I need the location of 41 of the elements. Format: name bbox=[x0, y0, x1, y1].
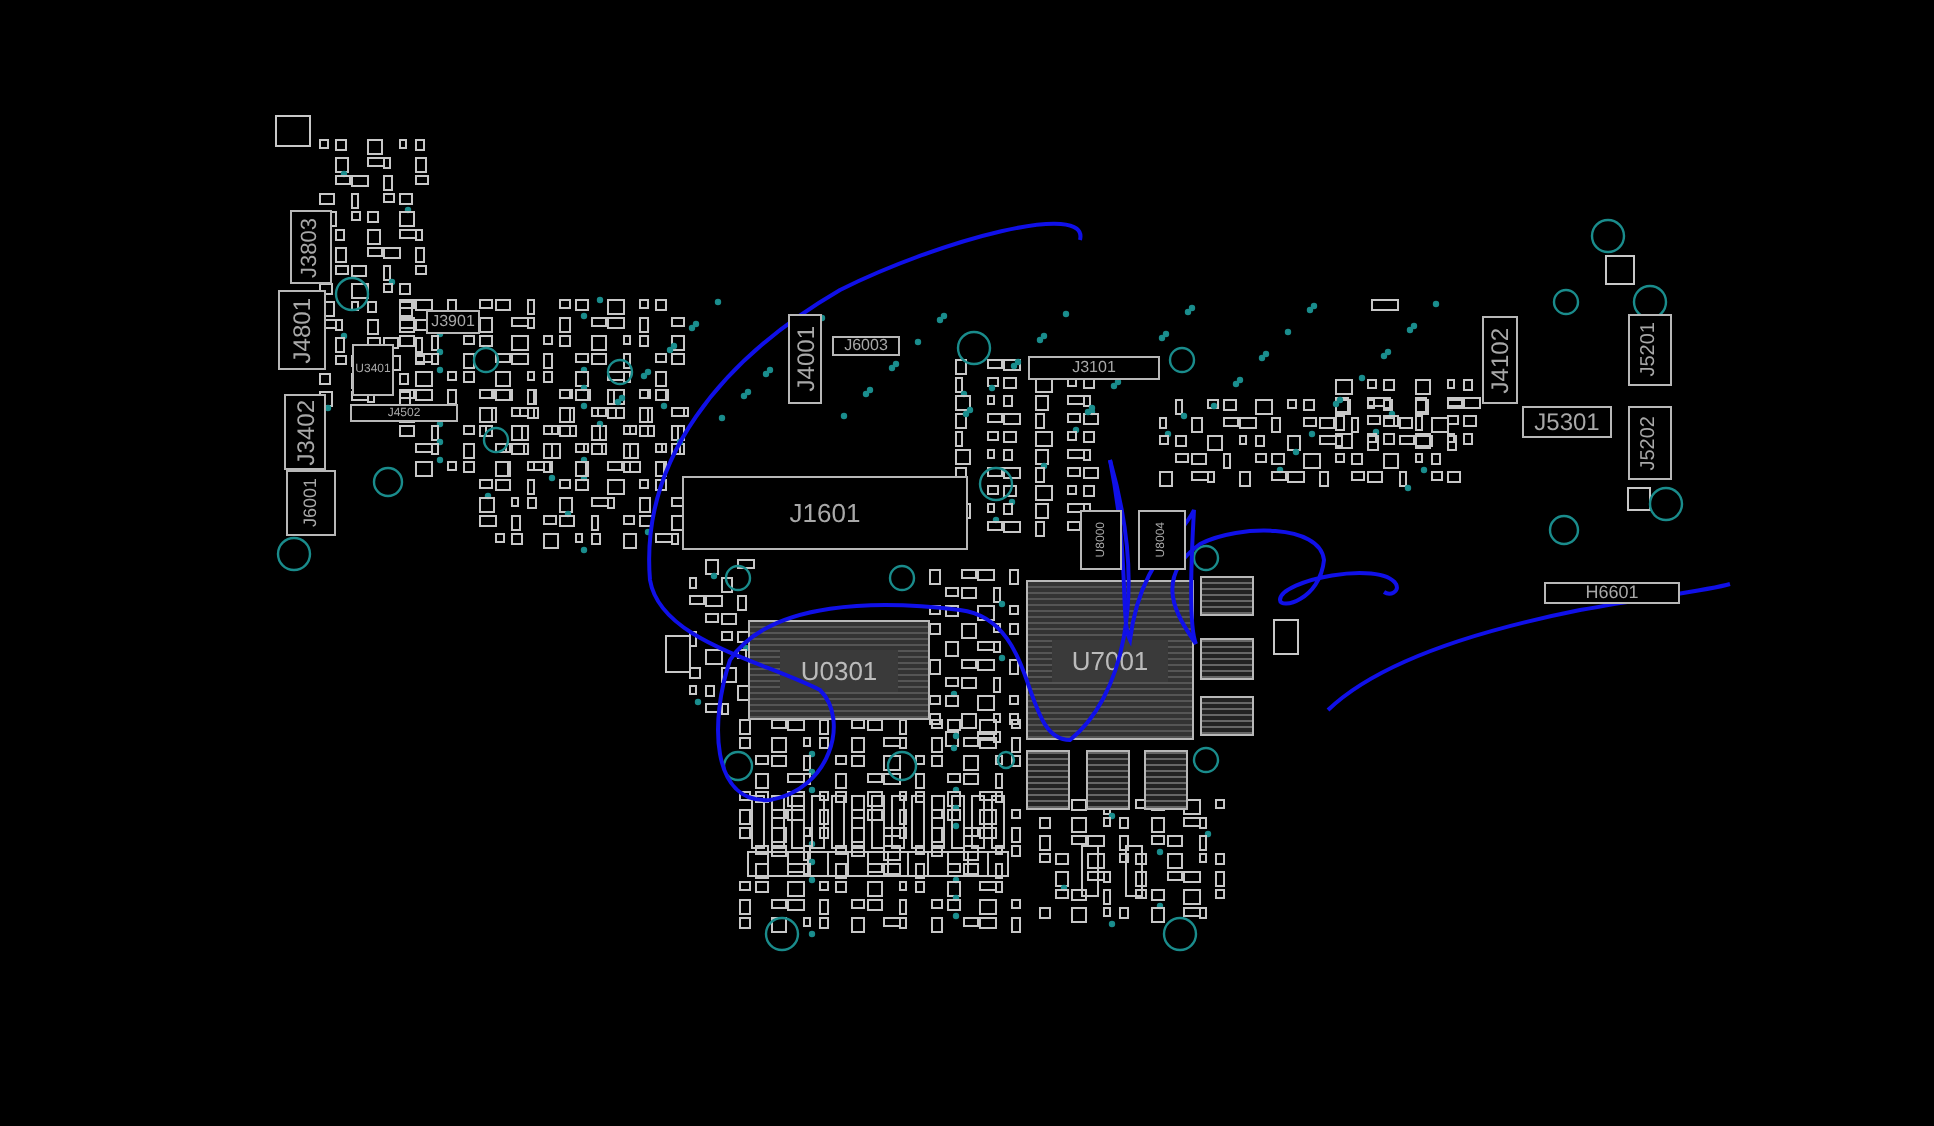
reference-designator: J3101 bbox=[1072, 360, 1116, 376]
component-outline bbox=[1080, 510, 1122, 570]
memory-chip bbox=[1200, 638, 1254, 680]
component-outline bbox=[1522, 406, 1612, 438]
component-outline bbox=[1544, 582, 1680, 604]
component-outline bbox=[1138, 510, 1186, 570]
reference-designator: U0301 bbox=[780, 649, 898, 691]
component-outline bbox=[832, 336, 900, 356]
component-outline bbox=[1028, 356, 1160, 380]
reference-designator: J4801 bbox=[290, 297, 314, 363]
component-outline bbox=[1628, 406, 1672, 480]
memory-chip bbox=[1026, 750, 1070, 810]
memory-chip bbox=[1144, 750, 1188, 810]
component-outline bbox=[426, 310, 480, 334]
component-outline bbox=[788, 314, 822, 404]
reference-designator: J1601 bbox=[789, 500, 861, 526]
reference-designator: J4102 bbox=[1488, 327, 1512, 393]
reference-designator: J6003 bbox=[844, 338, 888, 354]
memory-chip bbox=[1200, 576, 1254, 616]
component-outline bbox=[682, 476, 968, 550]
reference-designator: J3803 bbox=[300, 217, 322, 277]
reference-designator: J3402 bbox=[293, 399, 317, 465]
component-outline bbox=[286, 470, 336, 536]
chip-outline bbox=[1026, 580, 1194, 740]
component-outline bbox=[278, 290, 326, 370]
reference-designator: H6601 bbox=[1585, 584, 1639, 602]
component-outline bbox=[290, 210, 332, 284]
reference-designator: J4001 bbox=[793, 326, 817, 392]
component-outline bbox=[352, 344, 394, 396]
memory-chip bbox=[1086, 750, 1130, 810]
chip-outline bbox=[748, 620, 930, 720]
reference-designator: J5202 bbox=[1640, 415, 1660, 471]
reference-designator: J3901 bbox=[431, 314, 475, 330]
reference-designator: J6001 bbox=[302, 478, 320, 528]
component-outline bbox=[1628, 314, 1672, 386]
reference-designator: J5301 bbox=[1534, 410, 1600, 434]
memory-chip bbox=[1200, 696, 1254, 736]
component-outline bbox=[1482, 316, 1518, 404]
reference-designator: J5201 bbox=[1640, 322, 1660, 378]
component-outline bbox=[284, 394, 326, 470]
component-outline bbox=[350, 404, 458, 422]
